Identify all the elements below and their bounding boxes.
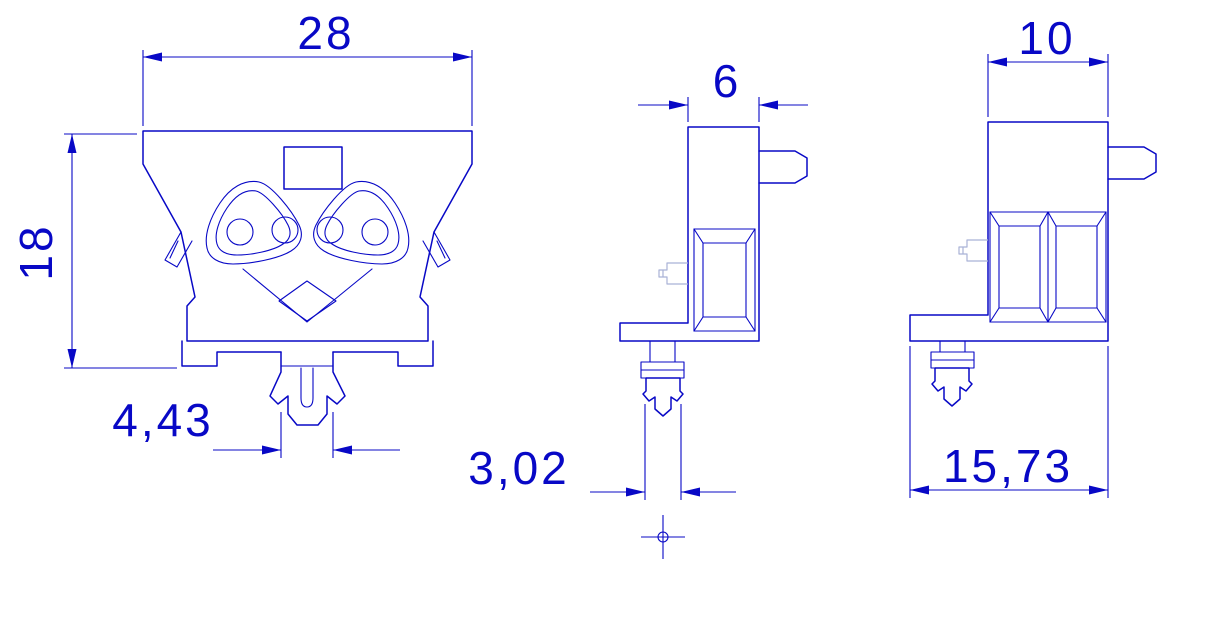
arrowhead: [1089, 485, 1108, 495]
end-foot-neck: [939, 340, 966, 353]
dimension-label: 4,43: [112, 394, 214, 446]
clamp-outer-spring: [205, 180, 302, 265]
dimension-snap-foot-width: 4,43: [112, 394, 400, 458]
snap-foot-slot: [300, 367, 314, 408]
front-center-diamond: [278, 280, 337, 322]
side-view: [619, 126, 808, 417]
wire-hole: [226, 218, 254, 246]
extension-lines: [142, 50, 473, 126]
wire-hole: [361, 218, 389, 246]
end-mount-tab: [1107, 146, 1157, 180]
clamp-outer-spring: [313, 180, 410, 265]
front-flange-right: [332, 340, 434, 367]
extension-lines: [687, 97, 760, 122]
wire-hole: [316, 216, 344, 244]
front-view: [142, 130, 473, 426]
latch-wing: [164, 231, 193, 268]
arrowhead: [681, 487, 700, 497]
dimension-label: 18: [10, 223, 62, 280]
arrowhead: [910, 485, 929, 495]
dimension-label: 10: [1018, 12, 1075, 64]
clamp-inner-spring: [324, 190, 400, 256]
extension-lines: [987, 54, 1109, 117]
extension-lines: [644, 404, 682, 500]
snap-foot-outline: [269, 351, 346, 426]
arrowhead: [669, 100, 688, 110]
end-body-outline: [909, 121, 1109, 342]
dimension-front-height: 18: [10, 133, 177, 369]
end-panel-inner-right: [1055, 225, 1098, 309]
side-snap-pin: [642, 377, 684, 417]
wire-hole: [271, 216, 299, 244]
arrowhead: [988, 57, 1007, 67]
arrowhead: [333, 445, 352, 455]
arrowhead: [67, 134, 77, 153]
dimension-snap-pin-width: 3,02: [468, 404, 736, 500]
front-clamp-right: [313, 180, 451, 268]
extension-lines: [64, 133, 177, 369]
end-view: [909, 121, 1157, 407]
dimension-label: 3,02: [468, 442, 570, 494]
arrowhead: [143, 52, 162, 62]
centerline-circle: [657, 531, 669, 543]
dimension-label: 6: [713, 55, 742, 107]
end-contact-teeth: [958, 239, 988, 262]
side-mount-tab: [758, 150, 808, 184]
front-housing-outline: [142, 130, 473, 342]
side-body-outline: [619, 126, 760, 342]
end-panel-inner-left: [998, 225, 1041, 309]
front-snap-foot: [269, 351, 346, 426]
front-clamp-left: [164, 180, 302, 268]
extension-lines: [280, 412, 334, 458]
front-actuator-rect: [283, 146, 343, 190]
dimension-end-overall-width: 15,73: [909, 346, 1109, 498]
side-panel-outer: [693, 228, 756, 332]
dimension-label: 28: [297, 7, 354, 59]
arrowhead: [262, 445, 281, 455]
centerline-cross: [641, 515, 685, 559]
latch-wing: [422, 231, 451, 268]
centerline-marker: [641, 515, 685, 559]
side-panel-inner: [702, 242, 747, 318]
arrowhead: [759, 100, 778, 110]
arrowhead: [626, 487, 645, 497]
arrowhead: [1089, 57, 1108, 67]
side-contact-teeth: [658, 262, 688, 285]
clamp-inner-spring: [215, 190, 291, 256]
arrowhead: [453, 52, 472, 62]
dimension-front-width: 28: [142, 7, 473, 126]
end-snap-pin: [931, 367, 973, 407]
dimension-label: 15,73: [943, 440, 1073, 492]
end-panel-bevels: [989, 211, 1107, 323]
dimension-end-width: 10: [987, 12, 1109, 117]
side-foot-neck: [649, 340, 676, 363]
dimension-side-width: 6: [638, 55, 808, 122]
extension-lines: [909, 346, 1109, 498]
front-flange-left: [181, 340, 282, 367]
arrowhead: [67, 349, 77, 368]
side-panel-bevels: [693, 228, 756, 332]
front-funnel-lines: [242, 268, 373, 323]
